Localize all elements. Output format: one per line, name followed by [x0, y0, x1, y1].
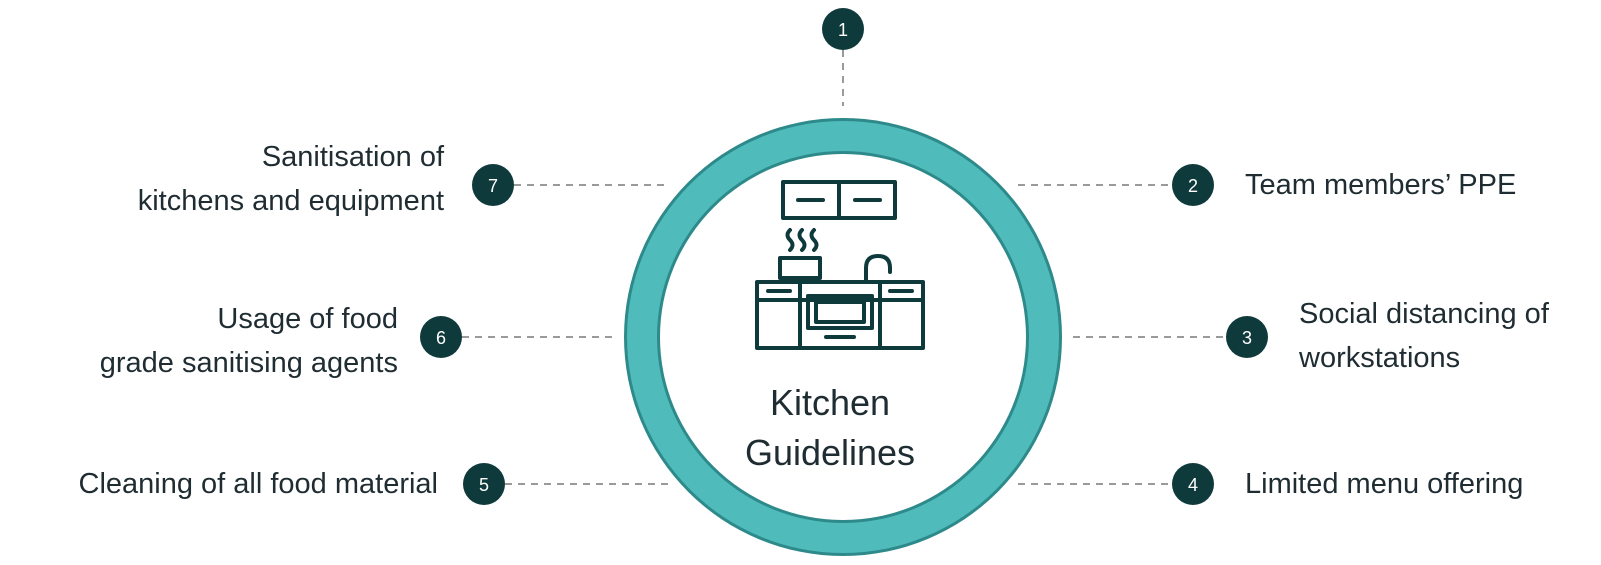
guideline-4-text: Limited menu offering: [1245, 468, 1524, 500]
guideline-7-text-line-2: kitchens and equipment: [137, 185, 444, 217]
badge-1: 1: [822, 8, 864, 50]
guideline-3-text-line-2: workstations: [1299, 342, 1461, 374]
badge-7: 7: [472, 164, 514, 206]
guideline-3-text-line-1: Social distancing of: [1299, 298, 1549, 330]
badge-2-number: 2: [1188, 176, 1198, 196]
center-title: Kitchen Guidelines: [700, 378, 960, 478]
badge-3-number: 3: [1242, 328, 1252, 348]
guideline-6-text-line-1: Usage of food: [217, 303, 398, 335]
badge-2: 2: [1172, 164, 1214, 206]
guideline-label-6: Usage of food grade sanitising agents: [100, 297, 398, 385]
badge-4: 4: [1172, 463, 1214, 505]
badge-1-number: 1: [838, 20, 848, 40]
kitchen-icon: [755, 180, 925, 350]
guideline-label-7: Sanitisation of kitchens and equipment: [138, 135, 444, 223]
badge-6-number: 6: [436, 328, 446, 348]
badges: 1 2 3 4 5 6 7: [420, 8, 1268, 505]
badge-5: 5: [463, 463, 505, 505]
guideline-6-text-line-2: grade sanitising agents: [99, 347, 398, 379]
badge-7-number: 7: [488, 176, 498, 196]
badge-3: 3: [1226, 316, 1268, 358]
guideline-7-text-line-1: Sanitisation of: [261, 141, 444, 173]
guideline-label-3: Social distancing of workstations: [1299, 292, 1549, 380]
guideline-label-4: Limited menu offering: [1245, 462, 1523, 506]
guideline-2-text: Team members’ PPE: [1245, 169, 1517, 201]
badge-5-number: 5: [479, 475, 489, 495]
guideline-5-text: Cleaning of all food material: [78, 468, 438, 500]
guideline-label-2: Team members’ PPE: [1245, 163, 1516, 207]
center-title-line-2: Guidelines: [744, 432, 916, 473]
guideline-label-5: Cleaning of all food material: [79, 462, 438, 506]
badge-4-number: 4: [1188, 475, 1198, 495]
badge-6: 6: [420, 316, 462, 358]
connectors: [462, 50, 1226, 485]
center-title-line-1: Kitchen: [769, 382, 891, 423]
